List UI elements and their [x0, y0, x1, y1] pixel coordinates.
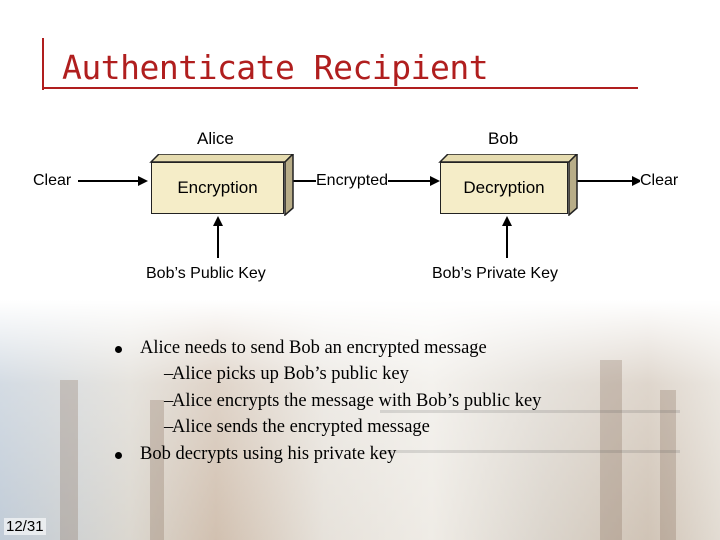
bullet-marker [115, 452, 122, 459]
bullet-item: Bob decrypts using his private key [140, 444, 397, 464]
sub-bullet-marker: – [164, 417, 174, 437]
flow-arrows [78, 176, 642, 258]
title-accent-vertical [42, 38, 44, 90]
title-underline [42, 87, 638, 89]
sub-bullet-item: Alice sends the encrypted message [172, 417, 430, 437]
bob-label: Bob [488, 129, 519, 148]
sub-bullet-item: Alice encrypts the message with Bob’s pu… [172, 391, 542, 411]
clear-output-label: Clear [640, 172, 679, 190]
page-number: 12/31 [4, 518, 46, 535]
private-key-label: Bob’s Private Key [432, 265, 558, 282]
bullet-marker [115, 346, 122, 353]
encryption-box: Encryption [146, 154, 294, 216]
public-key-label: Bob’s Public Key [146, 265, 266, 282]
clear-input-label: Clear [33, 172, 72, 190]
decryption-box-label: Decryption [440, 162, 568, 214]
decryption-box: Decryption [435, 154, 578, 216]
sub-bullet-marker: – [164, 391, 174, 411]
sub-bullet-marker: – [164, 364, 174, 384]
sub-bullet-item: Alice picks up Bob’s public key [172, 364, 409, 384]
alice-label: Alice [197, 129, 234, 148]
encryption-box-label: Encryption [151, 162, 284, 214]
background-photo [0, 300, 720, 540]
slide-title: Authenticate Recipient [62, 48, 489, 87]
encrypted-label: Encrypted [316, 172, 389, 190]
bullet-item: Alice needs to send Bob an encrypted mes… [140, 338, 487, 358]
